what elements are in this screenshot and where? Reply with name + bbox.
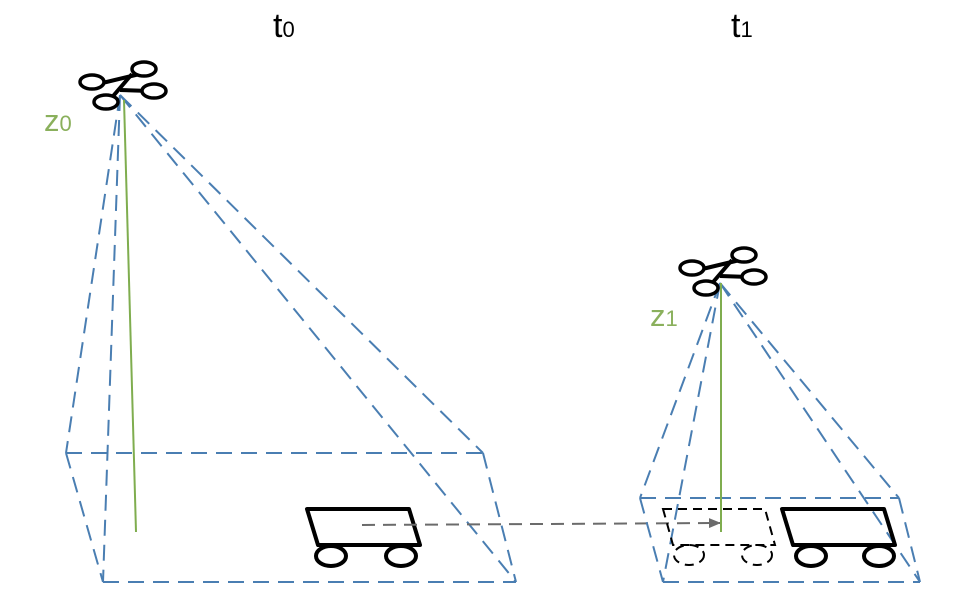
scene-t0: t0 z0 [44, 7, 517, 583]
motion-arrow [361, 518, 721, 529]
height-label-z1: z1 [650, 298, 678, 333]
quadcopter-icon [678, 246, 768, 297]
ghost-vehicle-icon [661, 508, 777, 566]
time-label-t0: t0 [273, 7, 295, 45]
quadcopter-icon [78, 60, 168, 111]
scene-t1: t1 z1 [639, 7, 921, 583]
time-label-t1: t1 [731, 7, 753, 45]
ground-vehicle-icon [305, 507, 422, 568]
height-label-z0: z0 [44, 103, 72, 138]
height-line-z0 [123, 99, 137, 533]
ground-vehicle-icon [780, 507, 897, 568]
fov-frustum-t0 [65, 94, 517, 583]
fov-frustum-t1 [639, 282, 921, 583]
